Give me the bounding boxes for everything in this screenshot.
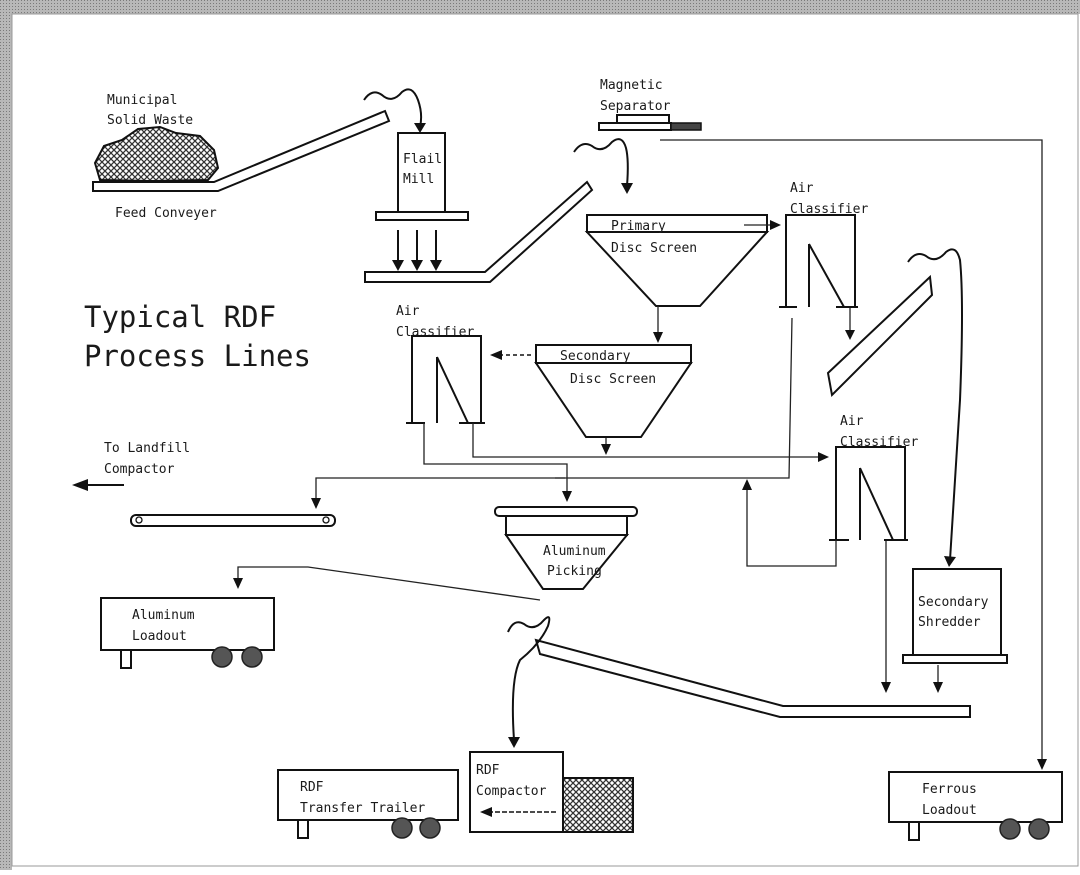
- transfer-trailer-label-line1: RDF: [300, 780, 324, 795]
- landfill-label-line2: Compactor: [104, 462, 175, 477]
- frame-left: [0, 0, 12, 870]
- air-classifier-3-label-line1: Air: [840, 414, 864, 429]
- feed-conveyor-label: Feed Conveyer: [115, 206, 217, 221]
- ferrous-loadout-label-line2: Loadout: [922, 803, 977, 818]
- rdf-compactor-label-line2: Compactor: [476, 784, 547, 799]
- msw-label-line1: Municipal: [107, 93, 177, 108]
- rdf-compactor-label-line1: RDF: [476, 763, 500, 778]
- feed-squiggle: [363, 88, 423, 128]
- frame-border: [11, 13, 1079, 867]
- flail-mill-label-line1: Flail: [403, 152, 442, 167]
- magnetic-separator-label-line1: Magnetic: [600, 78, 663, 93]
- secondary-screen-label-line1: Secondary: [560, 349, 631, 364]
- air-classifier-2: [406, 335, 485, 424]
- shredder-label-line2: Shredder: [918, 615, 981, 630]
- landfill-label-line1: To Landfill: [104, 441, 190, 456]
- aluminum-picking-label-line2: Picking: [547, 564, 602, 579]
- mill-to-screen-conveyor: [364, 180, 594, 283]
- air-classifier-1-label-line1: Air: [790, 181, 814, 196]
- landfill-feed-line: [315, 477, 565, 500]
- landfill-conveyor: [130, 514, 336, 527]
- ferrous-loadout-label-line1: Ferrous: [922, 782, 977, 797]
- shredder-feed-squiggle: [907, 248, 963, 561]
- aluminum-loadout-label-line1: Aluminum: [132, 608, 195, 623]
- air-classifier-3: [829, 446, 908, 541]
- compactor-feed-squiggle: [507, 616, 551, 741]
- flail-mill-output-arrows: [392, 230, 442, 271]
- air-classifier-1: [779, 214, 858, 308]
- rdf-compactor: [469, 751, 634, 833]
- frame-top: [0, 0, 1080, 14]
- classifier1-reject-line: [555, 317, 793, 479]
- secondary-screen-label-line2: Disc Screen: [570, 372, 656, 387]
- bottom-return-conveyor: [534, 638, 971, 718]
- secondary-shredder: [912, 568, 1002, 656]
- secondary-disc-screen: [534, 344, 693, 438]
- primary-screen-label-line1: Primary: [611, 219, 666, 234]
- primary-disc-screen: [584, 214, 770, 307]
- flail-mill-label-line2: Mill: [403, 172, 434, 187]
- feed-conveyor: [92, 109, 391, 192]
- aluminum-picking-label-line1: Aluminum: [543, 544, 606, 559]
- classifier3-recycle-line: [746, 488, 837, 567]
- air-classifier-2-label-line2: Classifier: [396, 325, 474, 340]
- primary-screen-label-line2: Disc Screen: [611, 241, 697, 256]
- ferrous-loadout-trailer: [888, 771, 1063, 841]
- magnetic-separator: [598, 114, 702, 131]
- magnetic-to-ferrous-line: [660, 139, 1043, 762]
- rdf-transfer-trailer: [277, 769, 459, 839]
- flail-mill-base: [375, 211, 469, 221]
- aluminum-loadout-trailer: [100, 597, 275, 669]
- primary-feed-squiggle: [573, 138, 629, 187]
- air-classifier-2-label-line1: Air: [396, 304, 420, 319]
- aluminum-loadout-label-line2: Loadout: [132, 629, 187, 644]
- aluminum-picking-station: [494, 506, 638, 590]
- aluminum-to-loadout-line: [237, 566, 541, 601]
- flail-mill: [397, 132, 446, 213]
- shredder-label-line1: Secondary: [918, 595, 989, 610]
- municipal-solid-waste-pile: [93, 125, 220, 183]
- air-classifier-1-label-line2: Classifier: [790, 202, 868, 217]
- msw-label-line2: Solid Waste: [107, 113, 193, 128]
- transfer-trailer-label-line2: Transfer Trailer: [300, 801, 425, 816]
- inclined-conveyor-right: [826, 274, 934, 398]
- title-line2: Process Lines: [84, 339, 311, 373]
- landfill-arrow: [72, 479, 88, 491]
- magnetic-separator-label-line2: Separator: [600, 99, 671, 114]
- title-line1: Typical RDF: [84, 300, 276, 334]
- shredder-base: [902, 654, 1008, 664]
- classifier2-left-line: [423, 423, 568, 493]
- classifier2-right-line: [472, 423, 820, 458]
